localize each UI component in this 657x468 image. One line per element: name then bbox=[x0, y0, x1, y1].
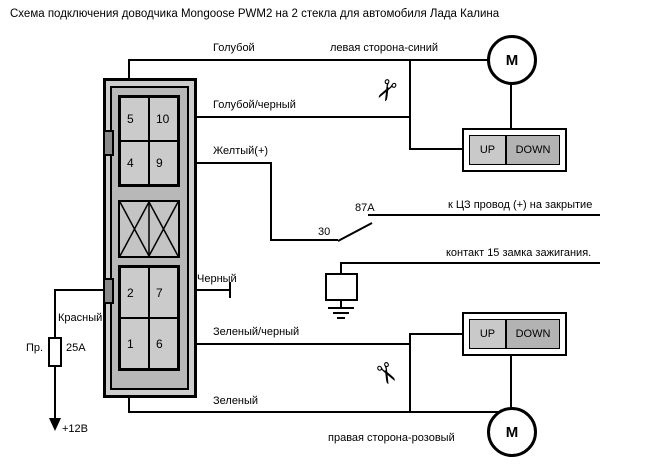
wire-cut-vertical-bottom bbox=[409, 333, 411, 413]
wire-switch-feed-top bbox=[409, 148, 462, 150]
wire-ignition-contact bbox=[340, 262, 600, 264]
arrow-down-icon bbox=[49, 418, 61, 431]
label-black-wire: Черный bbox=[197, 273, 237, 285]
wire-yellow-h2 bbox=[270, 239, 338, 241]
wire-switch-feed-bottom bbox=[409, 333, 462, 335]
wire-green-riser bbox=[128, 397, 130, 413]
wire-red-vertical-lower bbox=[54, 367, 56, 418]
wire-cut-vertical-top bbox=[409, 59, 411, 150]
label-left-side-note: левая сторона-синий bbox=[330, 42, 439, 54]
diagram-title: Схема подключения доводчика Mongoose PWM… bbox=[10, 8, 500, 20]
pin-6: 6 bbox=[149, 318, 178, 369]
wire-blue-horizontal bbox=[128, 59, 489, 61]
wire-ignition-riser bbox=[340, 262, 342, 274]
wire-motor-switch-link-top bbox=[510, 85, 512, 128]
label-relay-30: 30 bbox=[318, 226, 331, 238]
wire-green-horizontal bbox=[128, 411, 500, 413]
fuse-symbol bbox=[48, 337, 62, 367]
pin-10: 10 bbox=[149, 97, 178, 141]
pin-2: 2 bbox=[120, 267, 149, 318]
motor-letter: М bbox=[505, 51, 519, 69]
pin-1: 1 bbox=[120, 318, 149, 369]
ignition-contact-box bbox=[325, 273, 358, 301]
switch-down-cell: DOWN bbox=[506, 135, 560, 165]
scissors-icon: ✂ bbox=[366, 72, 406, 108]
label-blue-black-wire: Голубой/черный bbox=[213, 99, 296, 111]
unused-pins-crossed bbox=[118, 200, 180, 258]
pin-5: 5 bbox=[120, 97, 149, 141]
pin-7: 7 bbox=[149, 267, 178, 318]
wire-red-horizontal bbox=[54, 289, 104, 291]
connector-latch-upper bbox=[103, 130, 114, 156]
window-switch-top: UP DOWN bbox=[462, 128, 567, 172]
black-wire-terminal-bar bbox=[229, 282, 231, 298]
switch-down-cell: DOWN bbox=[506, 319, 560, 349]
wire-blue-riser bbox=[128, 59, 130, 79]
label-red-wire: Красный bbox=[58, 312, 103, 324]
label-relay-87a: 87А bbox=[355, 202, 375, 214]
wire-green-black bbox=[180, 343, 411, 345]
wire-black bbox=[180, 289, 230, 291]
label-green-wire: Зеленый bbox=[213, 395, 259, 407]
label-green-black-wire: Зеленый/черный bbox=[213, 326, 300, 338]
switch-up-cell: UP bbox=[469, 135, 506, 165]
switch-up-cell: UP bbox=[469, 319, 506, 349]
wire-relay-output bbox=[368, 214, 600, 216]
wire-yellow-h1 bbox=[180, 162, 272, 164]
label-fuse-name: Пр. bbox=[26, 342, 44, 354]
motor-symbol-bottom: М bbox=[487, 407, 537, 457]
wire-blue-black bbox=[180, 116, 411, 118]
connector-lower-pin-grid: 2 7 1 6 bbox=[118, 265, 180, 371]
scissors-icon: ✂ bbox=[366, 356, 406, 392]
connector-latch-lower bbox=[103, 278, 114, 304]
pin-4: 4 bbox=[120, 141, 149, 185]
window-switch-bottom: UP DOWN bbox=[462, 312, 567, 356]
label-central-lock-note: к ЦЗ провод (+) на закрытие bbox=[448, 199, 593, 211]
crossed-cells-icon bbox=[119, 201, 179, 257]
label-fuse-rating: 25А bbox=[66, 342, 86, 354]
wire-red-vertical-upper bbox=[54, 289, 56, 337]
label-blue-wire: Голубой bbox=[213, 42, 255, 54]
relay-contact-blade bbox=[337, 222, 373, 242]
wire-ignition-ground-link bbox=[340, 300, 342, 308]
label-yellow-wire: Желтый(+) bbox=[213, 145, 269, 157]
motor-symbol-top: М bbox=[487, 35, 537, 85]
label-supply-12v: +12В bbox=[62, 423, 88, 435]
label-ignition-note: контакт 15 замка зажигания. bbox=[446, 247, 592, 259]
pin-9: 9 bbox=[149, 141, 178, 185]
connector-upper-pin-grid: 5 10 4 9 bbox=[118, 95, 180, 187]
wire-yellow-vertical bbox=[270, 162, 272, 241]
wire-switch-motor-link-bottom bbox=[510, 356, 512, 409]
motor-letter: М bbox=[505, 423, 519, 441]
label-right-side-note: правая сторона-розовый bbox=[328, 432, 455, 444]
